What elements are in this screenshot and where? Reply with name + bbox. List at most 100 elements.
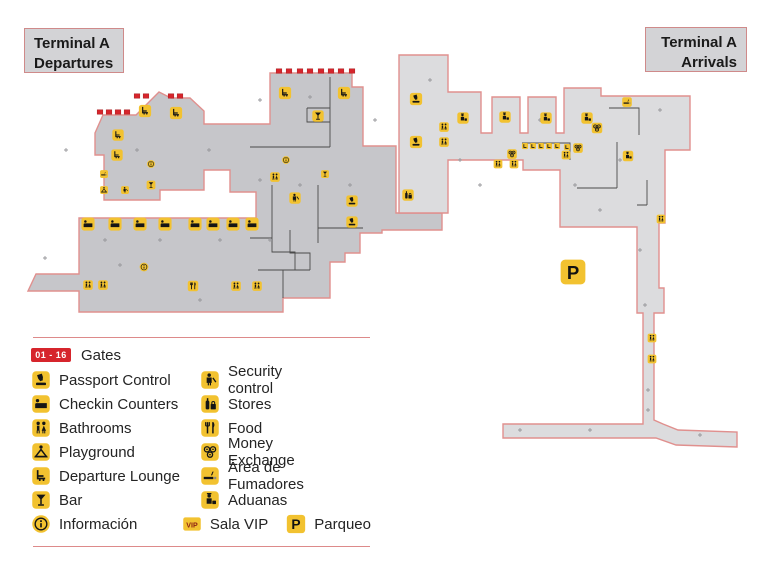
legend-label: Información [59, 515, 138, 533]
legend-label: Parqueo [314, 515, 371, 533]
bathroom-map-icon [493, 159, 503, 169]
legend-item-departure-lounge: Departure Lounge [31, 466, 200, 486]
column-marker [268, 238, 272, 242]
security-control-icon [200, 370, 220, 390]
bathroom-map-icon [269, 171, 281, 183]
legend-label: Security control [228, 363, 283, 397]
legend-item-passport-control: Passport Control [31, 370, 200, 390]
column-marker [348, 183, 352, 187]
column-marker [298, 183, 302, 187]
legend-item-smoking-area: Área de Fumadores [200, 459, 317, 493]
aduanas-map-icon [622, 150, 634, 162]
money-map-icon [572, 142, 584, 154]
legend-item-parqueo: Parqueo [286, 514, 371, 534]
gates-label: Gates [81, 346, 122, 364]
arrivals-label-line1: Terminal A [661, 34, 737, 51]
column-marker [64, 148, 68, 152]
aduanas-map-icon [581, 112, 593, 124]
gate-marker [337, 68, 345, 74]
stores-map-icon [401, 188, 415, 202]
column-marker [646, 388, 650, 392]
gate-marker [285, 68, 293, 74]
lmark-map-icon [545, 142, 553, 150]
lounge-map-icon [110, 148, 124, 162]
lounge-map-icon [111, 128, 125, 142]
departures-terminal-shape [26, 72, 443, 313]
bar-map-icon [146, 180, 156, 190]
gate-marker [133, 93, 141, 99]
checkin-map-icon [245, 217, 259, 231]
legend-item-security-control: Security control [200, 363, 317, 397]
legend-item-money-exchange: Money Exchange [200, 435, 317, 469]
column-marker [658, 108, 662, 112]
food-map-icon [187, 280, 199, 292]
gate-marker [275, 68, 283, 74]
passport-map-icon [409, 92, 423, 106]
bathroom-map-icon [97, 279, 109, 291]
info-map-icon [139, 262, 149, 272]
departures-label-line2: Departures [34, 55, 114, 73]
column-markers [43, 78, 702, 437]
playground-map-icon [99, 185, 109, 195]
smoking-map-icon [99, 169, 109, 179]
passport-map-icon [346, 195, 358, 207]
legend-label: Bar [59, 491, 83, 509]
column-marker [618, 158, 622, 162]
legend-bottom-divider [33, 546, 370, 547]
column-marker [643, 303, 647, 307]
legend-label: Sala VIP [209, 515, 269, 533]
column-marker [646, 408, 650, 412]
departures-label-line1: Terminal A [34, 35, 110, 52]
gate-marker [114, 109, 122, 115]
departures-label: Terminal A Departures [24, 28, 124, 73]
column-marker [373, 118, 377, 122]
arrivals-terminal-shape [398, 54, 738, 448]
legend-label: Bathrooms [59, 419, 132, 437]
gate-marker [317, 68, 325, 74]
legend-row: Playground Money Exchange [31, 435, 371, 469]
security-map-icon [120, 185, 130, 195]
column-marker [598, 208, 602, 212]
column-marker [118, 263, 122, 267]
aduanas-map-icon [540, 112, 552, 124]
arrivals-label: Terminal A Arrivals [645, 27, 747, 72]
legend: 01 - 16 Gates Passport Control Security … [31, 344, 371, 536]
legend-label: Departure Lounge [59, 467, 180, 485]
departure-lounge-icon [31, 466, 51, 486]
bathroom-map-icon [561, 150, 571, 160]
gate-marker [96, 109, 104, 115]
legend-item-stores: Stores [200, 394, 317, 414]
bar-map-icon [311, 109, 325, 123]
column-marker [573, 183, 577, 187]
checkin-map-icon [108, 217, 122, 231]
legend-label: Aduanas [228, 491, 288, 509]
bathroom-map-icon [647, 354, 657, 364]
parking-icon [287, 514, 306, 534]
column-marker [258, 98, 262, 102]
lounge-map-icon [337, 86, 351, 100]
aduanas-icon [201, 491, 219, 509]
gate-marker [167, 93, 175, 99]
legend-row: Checkin Counters Stores [31, 392, 371, 416]
legend-label: Área de Fumadores [228, 459, 304, 493]
gate-markers [96, 68, 356, 115]
money-map-icon [591, 122, 603, 134]
column-marker [428, 78, 432, 82]
bathroom-map-icon [438, 136, 450, 148]
legend-item-aduanas: Aduanas [200, 490, 317, 510]
lmark-map-icon [529, 142, 537, 150]
bathroom-map-icon [230, 280, 242, 292]
lounge-map-icon [169, 106, 183, 120]
column-marker [158, 238, 162, 242]
bar-icon [31, 490, 51, 510]
checkin-map-icon [206, 217, 220, 231]
column-marker [478, 183, 482, 187]
legend-row: Bar Aduanas [31, 488, 371, 512]
lmark-map-icon [553, 142, 561, 150]
stores-icon [200, 394, 220, 414]
passport-control-icon [32, 371, 50, 389]
gate-marker [123, 109, 131, 115]
checkin-map-icon [133, 217, 147, 231]
